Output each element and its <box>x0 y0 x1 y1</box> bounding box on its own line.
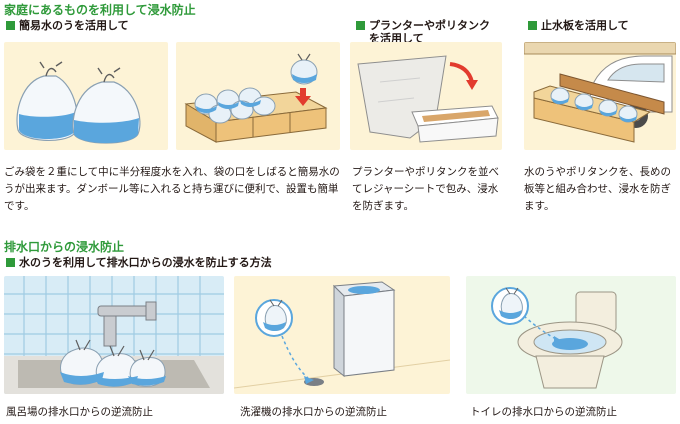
description-simple-sandbag: ごみ袋を２重にして中に半分程度水を入れ、袋の口をしばると簡易水のうが出来ます。ダ… <box>4 166 340 212</box>
heading-water-barrier-board: 止水板を活用して <box>528 19 629 32</box>
illustration-bathroom-drain <box>4 276 224 394</box>
heading-drain-sandbag-method: 水のうを利用して排水口からの浸水を防止する方法 <box>6 256 272 269</box>
bullet-square-icon <box>356 21 365 30</box>
heading-text: 止水板を活用して <box>541 19 629 32</box>
section-title-drain-backflow: 排水口からの浸水防止 <box>4 240 125 254</box>
description-planter-tank: プランターやポリタンクを並べてレジャーシートで包み、浸水を防ぎます。 <box>352 166 499 212</box>
description-barrier-board: 水のうやポリタンクを、長めの板等と組み合わせ、浸水を防ぎます。 <box>524 166 671 212</box>
bullet-square-icon <box>528 21 537 30</box>
caption-toilet-drain: トイレの排水口からの逆流防止 <box>470 406 617 418</box>
illustration-bags-in-cardboard <box>176 42 340 150</box>
bullet-square-icon <box>6 258 15 267</box>
heading-text: 簡易水のうを活用して <box>19 19 129 32</box>
heading-text-line2: を活用して <box>369 32 424 45</box>
caption-washer-drain: 洗濯機の排水口からの逆流防止 <box>240 406 387 418</box>
heading-text: 水のうを利用して排水口からの浸水を防止する方法 <box>19 256 272 269</box>
section-title-home-items: 家庭にあるものを利用して浸水防止 <box>4 3 196 17</box>
illustration-barrier-board <box>524 42 676 150</box>
bullet-square-icon <box>6 21 15 30</box>
heading-planter-tank: プランターやポリタンク を活用して <box>356 19 490 45</box>
illustration-toilet-drain <box>466 276 676 394</box>
heading-text-line1: プランターやポリタンク <box>369 19 490 32</box>
illustration-washer-drain <box>234 276 450 394</box>
illustration-water-bags <box>4 42 168 150</box>
illustration-planter-sheet <box>350 42 502 150</box>
caption-bathroom-drain: 風呂場の排水口からの逆流防止 <box>6 406 153 418</box>
heading-simple-sandbag: 簡易水のうを活用して <box>6 19 129 32</box>
